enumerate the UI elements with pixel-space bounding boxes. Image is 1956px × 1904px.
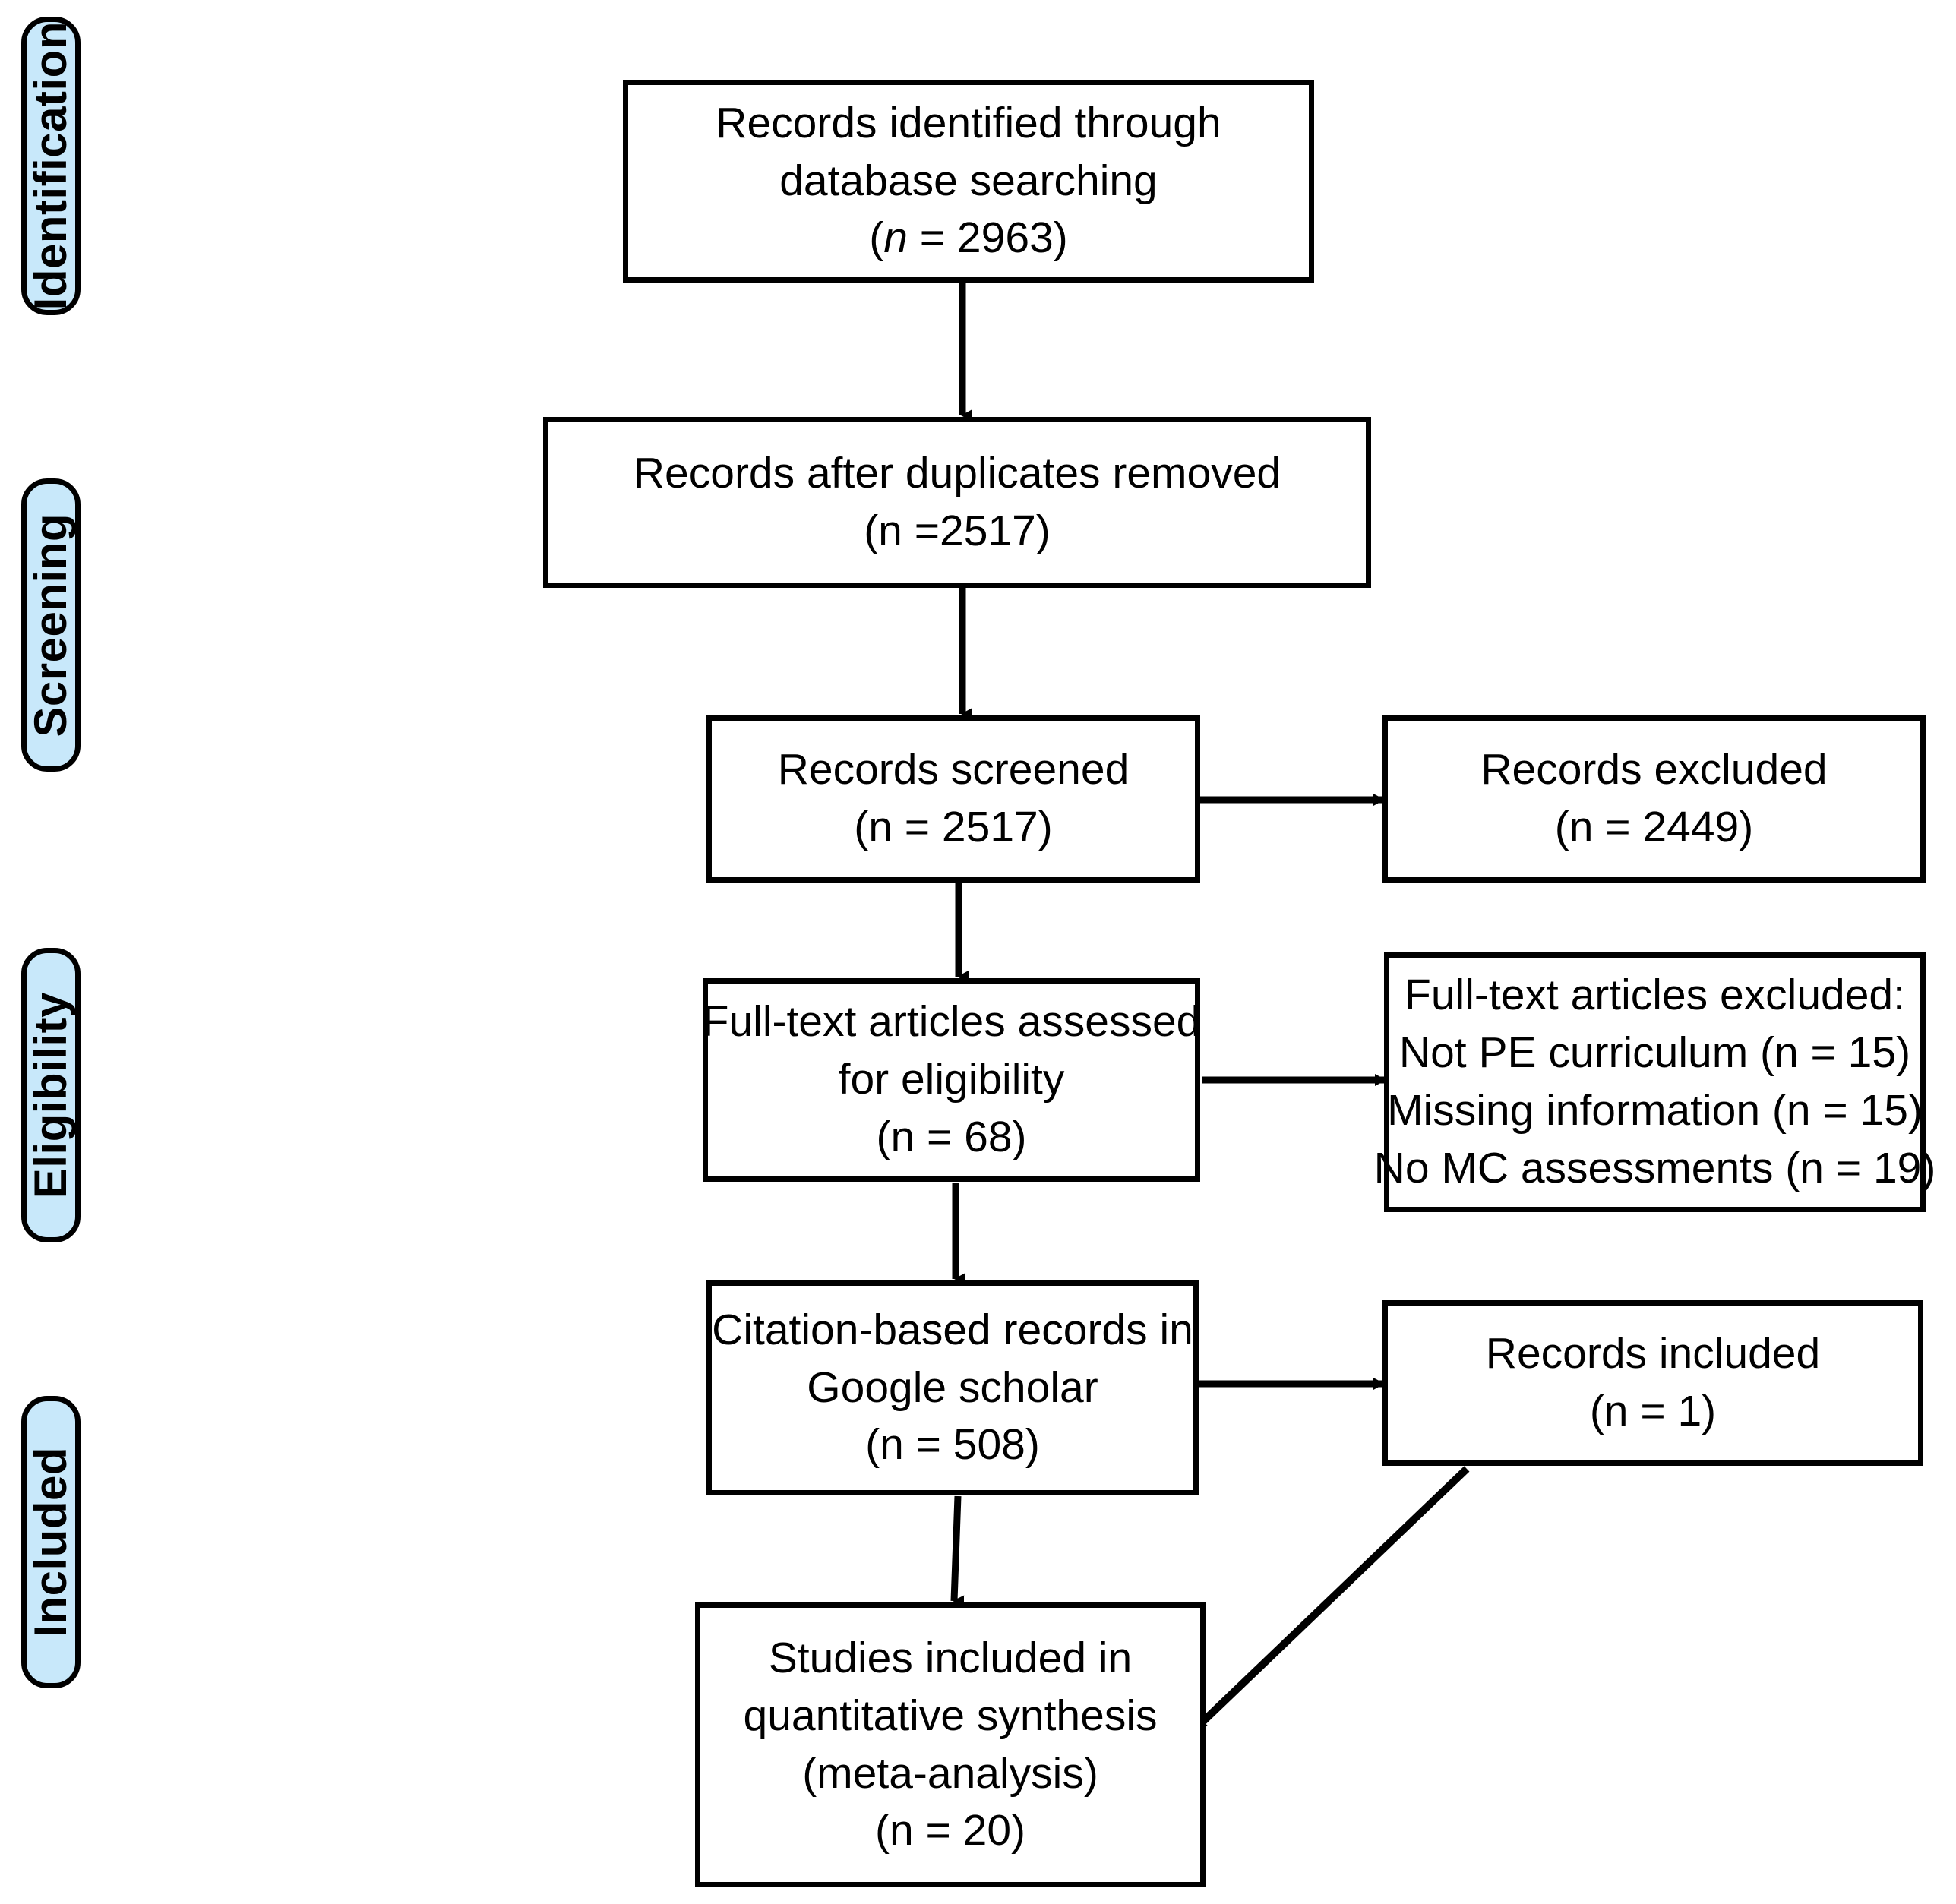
box-records-included-line-1: Records included: [1485, 1329, 1821, 1378]
box-citation-based-records-line-1: Citation-based records in: [712, 1305, 1193, 1354]
box-records-included-count: (n = 1): [1589, 1387, 1717, 1435]
box-records-identified: Records identified through database sear…: [623, 80, 1314, 283]
box-studies-included-line-2: quantitative synthesis: [743, 1691, 1158, 1740]
box-fulltext-excluded-reason-2: Missing information (n = 15): [1387, 1086, 1923, 1135]
box-studies-included-count: (n = 20): [874, 1806, 1026, 1855]
box-fulltext-excluded: Full-text articles excluded: Not PE curr…: [1374, 952, 1935, 1212]
box-studies-included-line-1: Studies included in: [768, 1633, 1133, 1682]
count-prefix: (: [869, 213, 884, 263]
box-records-excluded-count: (n = 2449): [1554, 803, 1754, 851]
count-suffix: = 2963): [907, 213, 1068, 263]
box-records-identified-line-2: database searching: [779, 156, 1158, 205]
box-records-screened-line-1: Records screened: [777, 745, 1130, 794]
box-records-included: Records included (n = 1): [1382, 1300, 1923, 1466]
box-records-excluded: Records excluded (n = 2449): [1382, 715, 1926, 883]
box-fulltext-excluded-heading: Full-text articles excluded:: [1405, 971, 1905, 1020]
box-records-after-duplicates-line-1: Records after duplicates removed: [633, 448, 1281, 497]
stage-pill-eligibility: Eligibility: [21, 948, 81, 1242]
box-fulltext-assessed-line-1: Full-text articles assessed: [702, 997, 1201, 1047]
box-records-identified-line-1: Records identified through: [716, 98, 1221, 147]
connector-records-included-to-studies-included: [1191, 1466, 1470, 1733]
box-records-screened-count: (n = 2517): [854, 803, 1053, 851]
box-citation-based-records-line-2: Google scholar: [807, 1362, 1098, 1412]
box-studies-included: Studies included in quantitative synthes…: [695, 1602, 1206, 1887]
stage-pill-screening: Screening: [21, 478, 81, 772]
box-fulltext-excluded-reason-1: Not PE curriculum (n = 15): [1398, 1028, 1911, 1078]
box-citation-based-records: Citation-based records in Google scholar…: [706, 1280, 1199, 1495]
box-records-excluded-line-1: Records excluded: [1480, 745, 1828, 794]
stage-pill-included: Included: [21, 1396, 81, 1688]
box-fulltext-assessed: Full-text articles assessed for eligibil…: [703, 978, 1200, 1182]
stage-pill-identification: Identification: [21, 17, 81, 315]
connector-citation-to-studies-included: [950, 1495, 965, 1608]
box-fulltext-assessed-line-2: for eligibility: [838, 1055, 1065, 1104]
count-n-symbol: n: [883, 213, 908, 263]
stage-label-screening: Screening: [25, 513, 76, 737]
box-fulltext-assessed-count: (n = 68): [876, 1112, 1027, 1161]
box-fulltext-excluded-reason-3: No MC assessments (n = 19): [1373, 1143, 1936, 1192]
box-records-after-duplicates-count: (n =2517): [864, 506, 1051, 555]
box-records-screened: Records screened (n = 2517): [706, 715, 1200, 883]
box-records-identified-count: (n = 2963): [869, 210, 1067, 267]
box-citation-based-records-count: (n = 508): [865, 1420, 1040, 1470]
stage-label-eligibility: Eligibility: [25, 991, 76, 1199]
box-studies-included-line-3: (meta-analysis): [802, 1748, 1098, 1798]
box-records-after-duplicates: Records after duplicates removed (n =251…: [543, 417, 1371, 588]
stage-label-included: Included: [25, 1447, 76, 1637]
stage-label-identification: Identification: [25, 21, 76, 311]
